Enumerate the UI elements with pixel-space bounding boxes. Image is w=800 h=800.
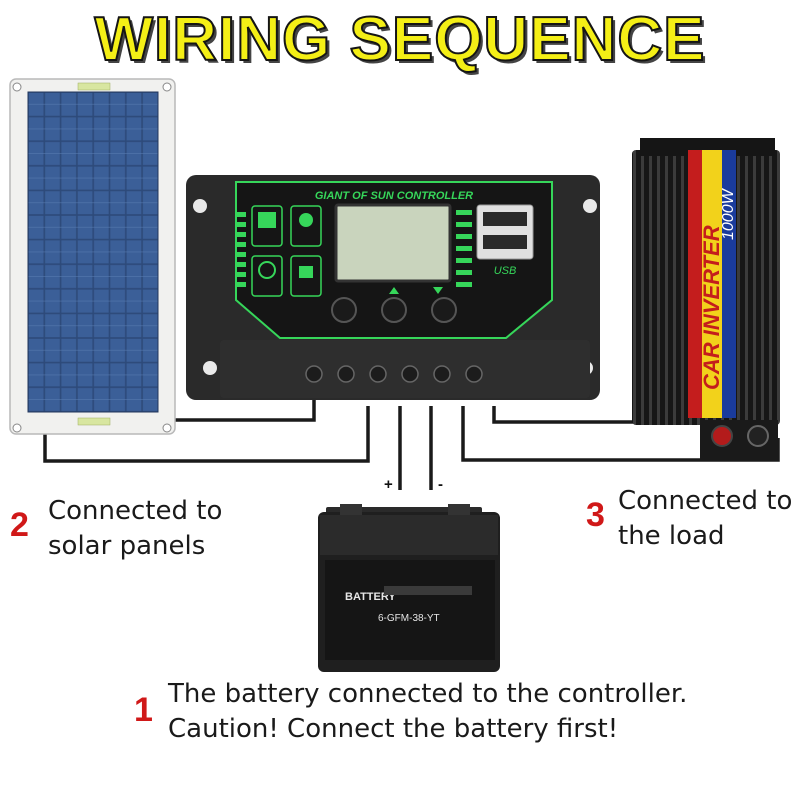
step-2-line-2: solar panels bbox=[48, 531, 206, 561]
step-1-line-2: Caution! Connect the battery first! bbox=[168, 714, 619, 744]
solar-charge-controller: GIANT OF SUN CONTROLLER USB bbox=[186, 175, 600, 400]
timer-icon bbox=[258, 261, 276, 279]
battery-brand: BATTERY bbox=[345, 591, 396, 603]
gear-icon bbox=[299, 213, 313, 227]
page-title: WIRING SEQUENCE bbox=[94, 4, 706, 75]
negative-sign: - bbox=[438, 476, 443, 493]
inverter-negative-terminal bbox=[747, 425, 769, 447]
lcd-display bbox=[334, 203, 452, 283]
positive-sign: + bbox=[384, 476, 393, 493]
step-1-number: 1 bbox=[134, 691, 153, 729]
step-3-line-2: the load bbox=[618, 521, 725, 551]
step-1-line-1: The battery connected to the controller. bbox=[168, 679, 688, 709]
battery: BATTERY 6-GFM-38-YT bbox=[318, 504, 500, 672]
solar-panel bbox=[9, 78, 176, 435]
car-inverter: CAR INVERTER 1000W bbox=[632, 138, 780, 460]
down-button bbox=[431, 297, 457, 323]
menu-button bbox=[331, 297, 357, 323]
inverter-power: 1000W bbox=[720, 187, 737, 240]
step-2-line-1: Connected to bbox=[48, 496, 223, 526]
up-button bbox=[381, 297, 407, 323]
controller-brand-text: GIANT OF SUN CONTROLLER bbox=[315, 190, 473, 202]
load-wire-negative bbox=[492, 406, 660, 424]
step-2-number: 2 bbox=[10, 506, 29, 544]
usb-label: USB bbox=[494, 265, 517, 277]
solar-wire-negative bbox=[43, 406, 370, 463]
inverter-label: CAR INVERTER bbox=[699, 225, 724, 390]
solar-wire-positive bbox=[165, 396, 316, 422]
lock-icon bbox=[299, 266, 313, 278]
step-3-number: 3 bbox=[586, 496, 605, 534]
battery-model: 6-GFM-38-YT bbox=[378, 613, 440, 624]
step-3-line-1: Connected to bbox=[618, 486, 793, 516]
mcu-icon bbox=[258, 212, 276, 228]
inverter-positive-terminal bbox=[711, 425, 733, 447]
